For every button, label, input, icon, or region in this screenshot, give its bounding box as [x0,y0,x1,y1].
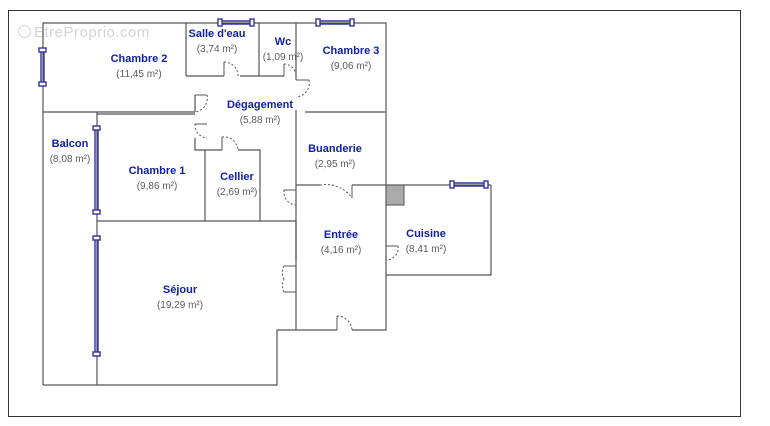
window-sejour [92,235,101,357]
door-buanderie [319,183,353,199]
room-salle-deau: Salle d'eau (3,74 m²) [188,27,245,57]
room-area: (1,09 m²) [262,52,304,63]
room-balcon: Balcon (8,08 m²) [50,137,91,167]
window-chambre3 [315,18,355,27]
watermark-text: EtreProprio.com [34,24,150,41]
outer-wall-north-west [42,22,387,385]
wall-degagement-west-lower [194,138,205,151]
room-degagement: Dégagement (5,88 m²) [227,98,293,128]
room-name: Dégagement [226,99,294,111]
room-name: Séjour [162,284,198,296]
room-area: (9,86 m²) [136,181,178,192]
room-cuisine: Cuisine (8,41 m²) [406,227,447,257]
room-area: (8,08 m²) [49,154,91,165]
door-chambre3 [295,79,310,98]
window-chambre2 [38,47,47,87]
room-cellier: Cellier (2,69 m²) [217,170,258,200]
door-entree-degagement [283,189,297,206]
room-name: Salle d'eau [188,28,246,40]
room-name: Entrée [323,229,359,241]
door-wc [283,63,297,77]
room-area: (19,29 m²) [156,300,204,311]
room-name: Balcon [51,138,89,150]
door-chambre1 [194,123,208,139]
copyright-icon [18,25,31,38]
wall-cellier-east [238,149,261,221]
room-chambre-3: Chambre 3 (9,06 m²) [323,44,380,74]
room-area: (8,41 m²) [405,244,447,255]
room-name: Chambre 2 [110,53,168,65]
wall-sejour [43,329,296,386]
pillar [385,184,405,206]
walls [42,22,492,386]
room-name: Buanderie [308,143,362,155]
plan-frame [8,10,741,417]
room-name: Cellier [220,171,254,183]
wall-entree-south [352,185,387,331]
door-entree [336,315,353,331]
room-area: (11,45 m²) [116,69,162,80]
room-name: Cuisine [406,228,446,240]
room-sejour: Séjour (19,29 m²) [157,283,203,313]
doors [194,61,399,331]
window-chambre1 [92,125,101,215]
window-cuisine [449,180,489,189]
room-area: (4,16 m²) [320,245,362,256]
door-sejour [281,265,296,293]
room-area: (9,06 m²) [330,61,372,72]
room-wc: Wc (1,09 m²) [263,35,304,65]
room-area: (2,95 m²) [314,159,356,170]
room-name: Chambre 3 [322,45,380,57]
room-name: Wc [274,36,292,48]
room-area: (5,88 m²) [239,115,281,126]
room-area: (3,74 m²) [196,44,238,55]
door-salle-deau [223,61,239,77]
room-chambre-1: Chambre 1 (9,86 m²) [129,164,186,194]
wall-cuisine [386,185,492,276]
door-chambre2 [194,94,208,113]
room-entree: Entrée (4,16 m²) [321,228,362,258]
window-salle-deau [217,18,255,27]
door-cellier [221,136,239,151]
room-chambre-2: Chambre 2 (11,45 m²) [111,52,168,82]
door-cuisine [385,245,399,261]
room-buanderie: Buanderie (2,95 m²) [308,142,362,172]
room-name: Chambre 1 [128,165,186,177]
windows [38,18,489,357]
watermark: EtreProprio.com [18,24,150,41]
room-area: (2,69 m²) [216,187,258,198]
